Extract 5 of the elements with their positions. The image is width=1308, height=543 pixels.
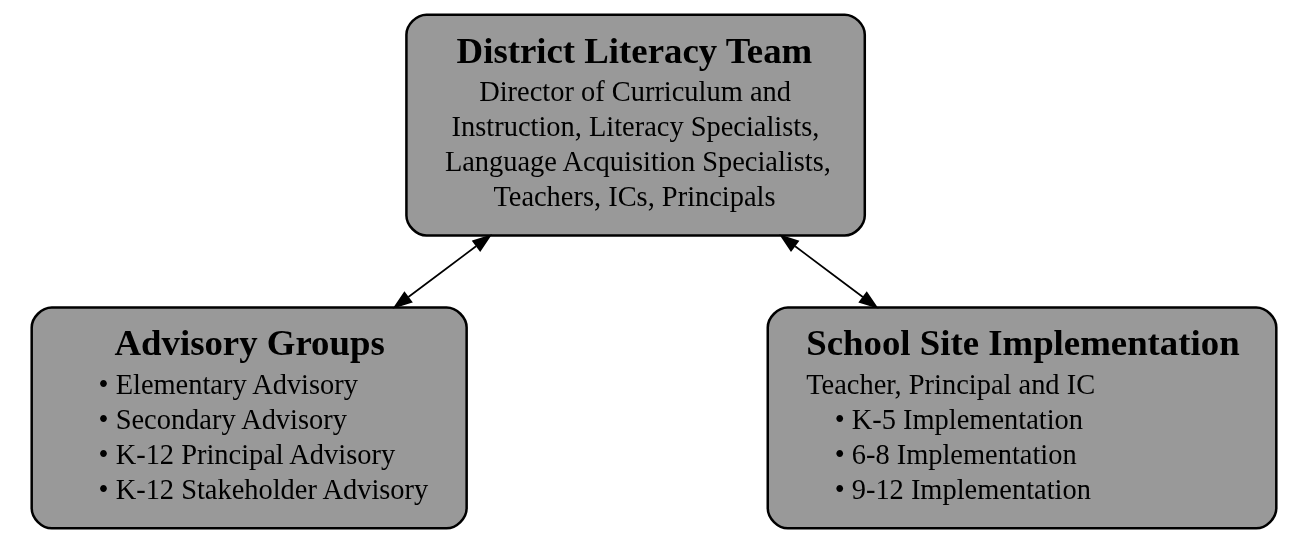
node-box: School Site Implementation Teacher, Principal and IC • K-5 Implementation • 6-8 Implementation • 9-12 Implementation: [766, 306, 1278, 530]
node-box: District Literacy Team Director of Curriculum and Instruction, Literacy Specialists, Language Acquisition Specialists, Teachers, ICs, Principals: [405, 13, 867, 237]
arrow: [392, 234, 493, 309]
arrow: [779, 234, 879, 309]
node-box: Advisory Groups • Elementary Advisory • Secondary Advisory • K-12 Principal Advisory • K-12 Stakeholder Advisory: [30, 306, 468, 530]
